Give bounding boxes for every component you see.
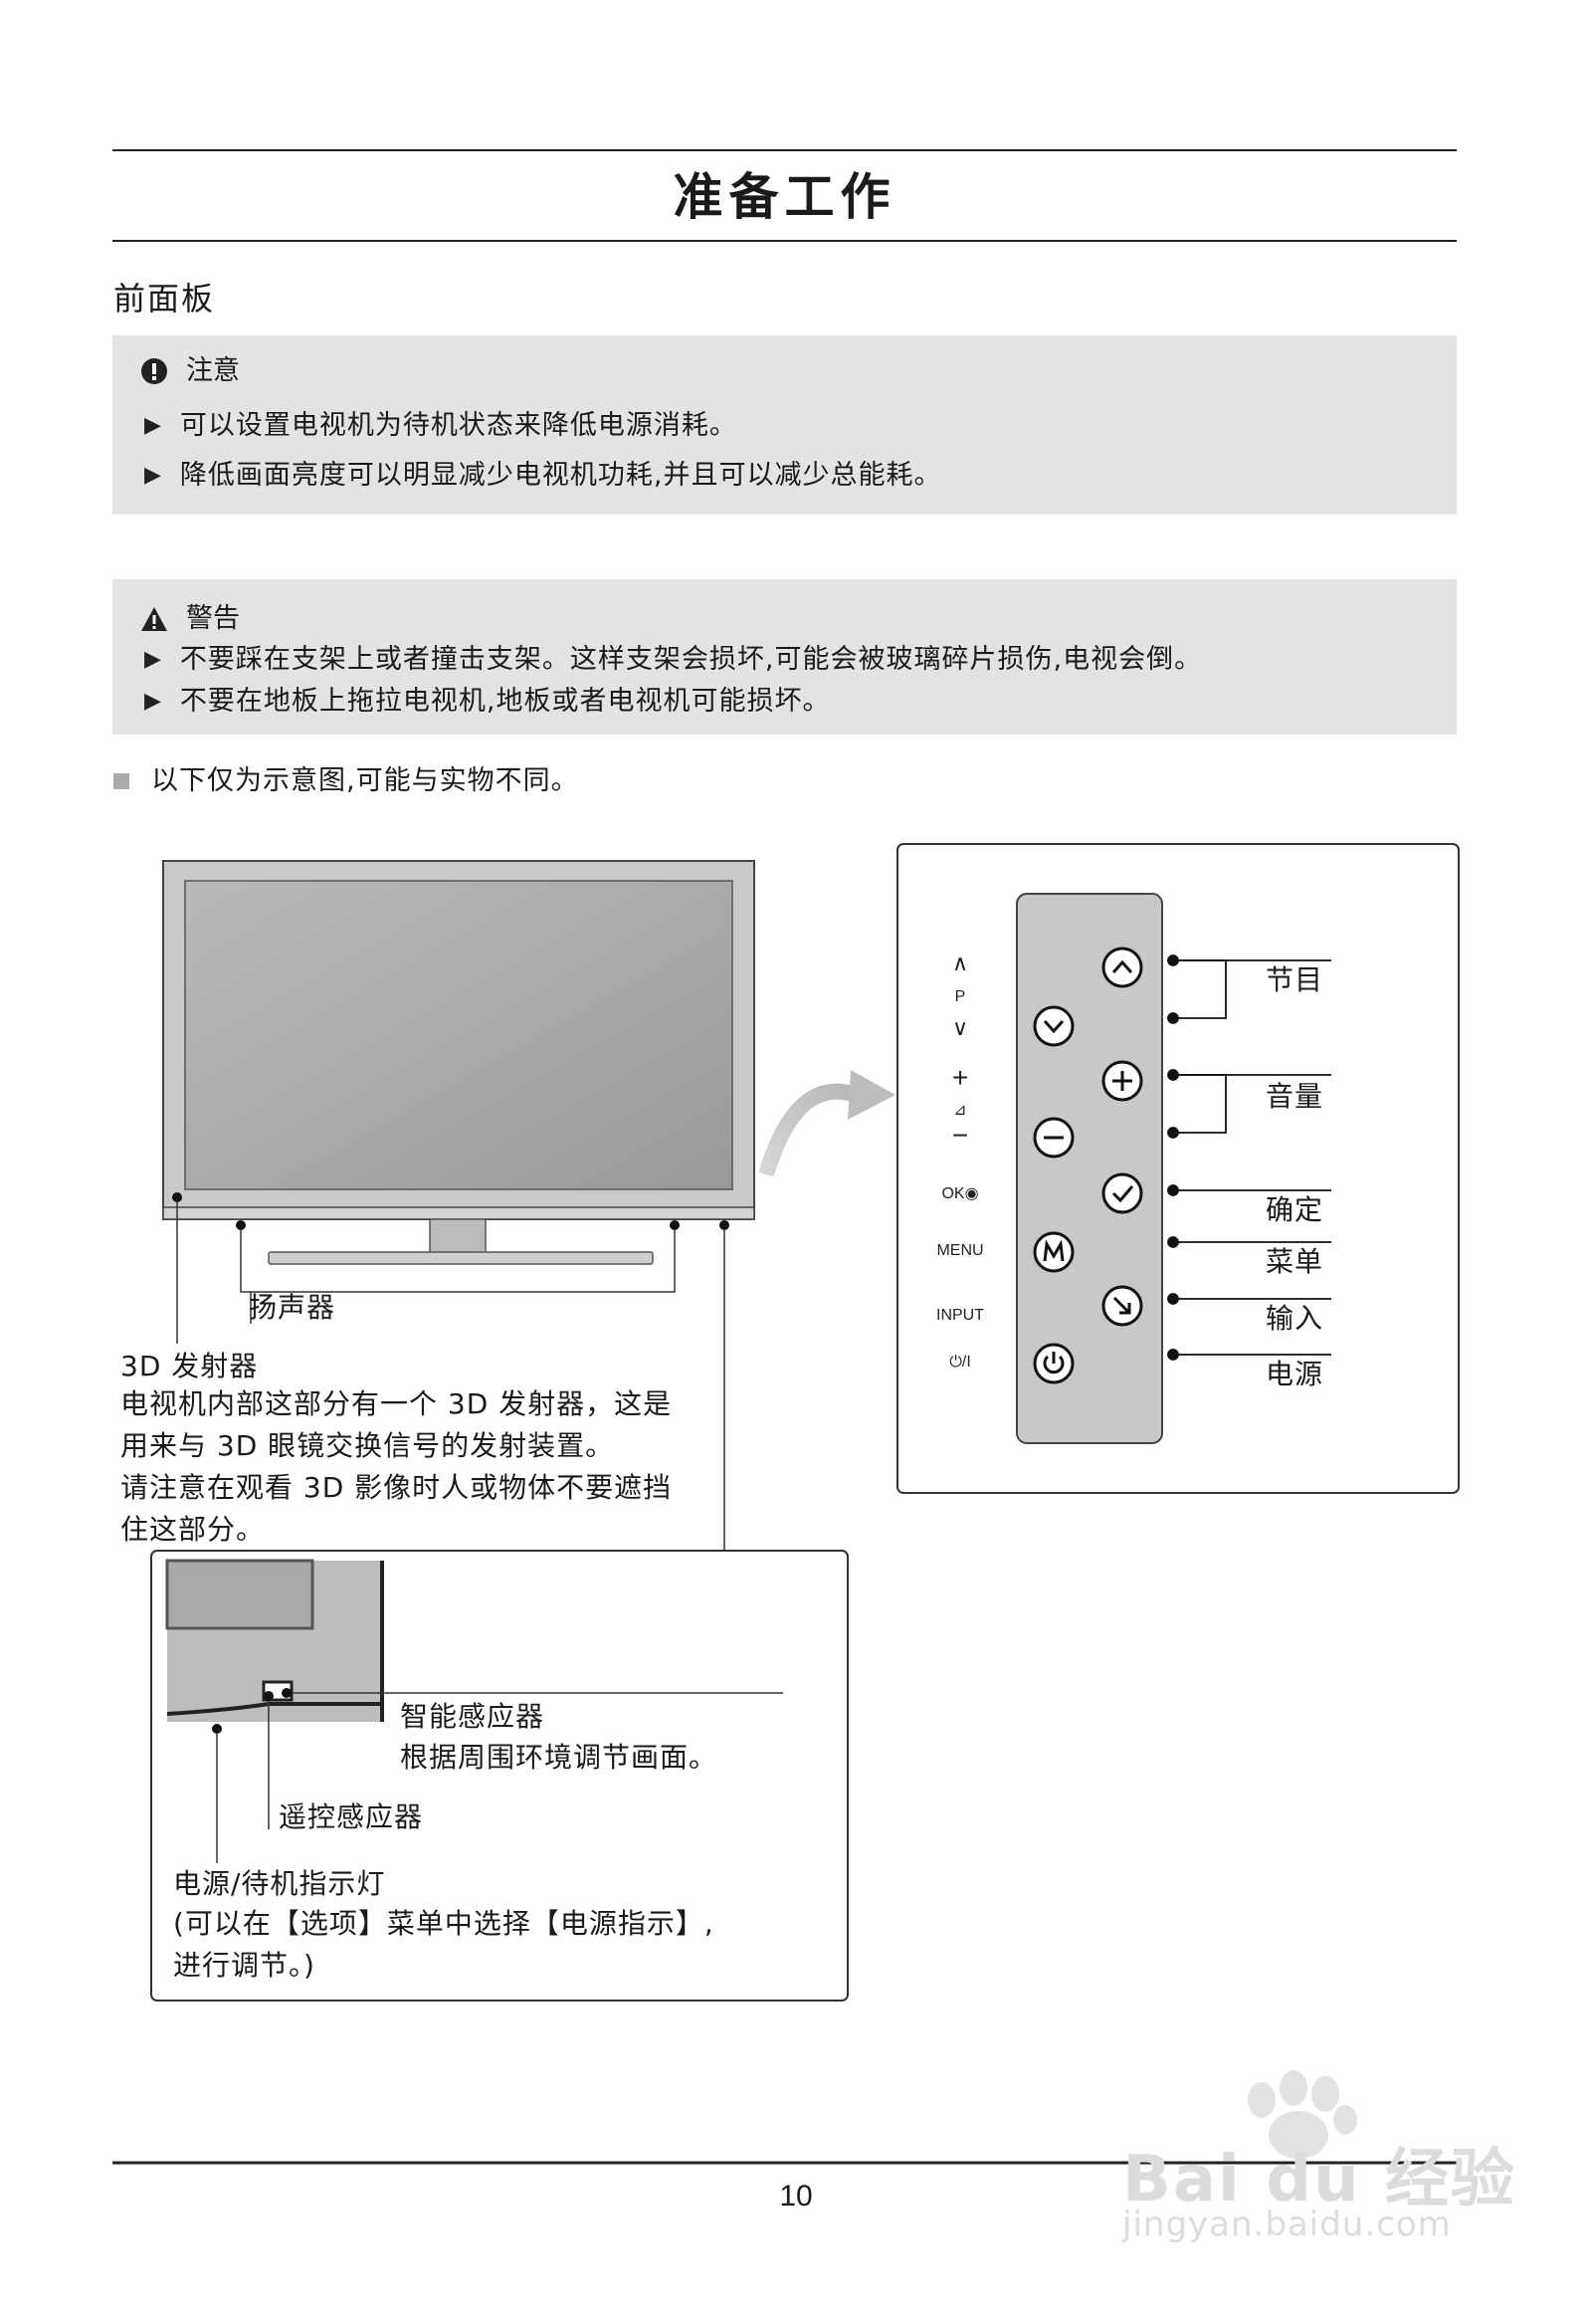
bullet-triangle-icon: ▶ [144, 689, 162, 714]
power-led-desc: (可以在【选项】菜单中选择【电源指示】, 进行调节。) [173, 1903, 830, 1987]
warning-item-text: 不要踩在支架上或者撞击支架。这样支架会损坏,可能会被玻璃碎片损伤,电视会倒。 [179, 644, 1203, 675]
button-power-icon[interactable] [1033, 1343, 1075, 1384]
callout-input: 输入 [1266, 1302, 1324, 1335]
note-item-text: 降低画面亮度可以明显减少电视机功耗,并且可以减少总能耗。 [179, 460, 942, 491]
tv-illustration [162, 860, 755, 1551]
disclaimer-text: 以下仅为示意图,可能与实物不同。 [151, 765, 579, 796]
callout-power: 电源 [1266, 1358, 1324, 1390]
side-label-down: ∨ [951, 1015, 969, 1040]
button-up-icon[interactable] [1101, 947, 1143, 988]
bullet-triangle-icon: ▶ [144, 463, 162, 488]
exclamation-icon [141, 358, 167, 384]
bullet-triangle-icon: ▶ [144, 413, 162, 438]
smart-sensor-title: 智能感应器 [400, 1700, 545, 1733]
section-heading: 前面板 [113, 280, 216, 317]
side-label-minus: − [951, 1120, 969, 1151]
warning-item: ▶ 不要在地板上拖拉电视机,地板或者电视机可能损坏。 [144, 683, 831, 721]
emitter-title: 3D 发射器 [120, 1350, 259, 1382]
note-item: ▶ 降低画面亮度可以明显减少电视机功耗,并且可以减少总能耗。 [144, 457, 942, 495]
side-label-ok: OK◉ [941, 1185, 979, 1202]
note-box: 注意 ▶ 可以设置电视机为待机状态来降低电源消耗。 ▶ 降低画面亮度可以明显减少… [112, 335, 1457, 515]
emitter-desc-line: 电视机内部这部分有一个 3D 发射器，这是 [120, 1387, 673, 1420]
note-item: ▶ 可以设置电视机为待机状态来降低电源消耗。 [144, 407, 737, 445]
warning-item: ▶ 不要踩在支架上或者撞击支架。这样支架会损坏,可能会被玻璃碎片损伤,电视会倒。 [144, 641, 1202, 679]
emitter-desc-line: 用来与 3D 眼镜交换信号的发射装置。 [120, 1429, 615, 1462]
warning-item-text: 不要在地板上拖拉电视机,地板或者电视机可能损坏。 [179, 686, 831, 717]
power-led-title: 电源/待机指示灯 [173, 1867, 386, 1900]
watermark-brand: Bai du 经验 [1122, 2143, 1516, 2217]
side-label-vol: ⊿ [953, 1102, 967, 1119]
warning-header: 警告 [140, 601, 240, 637]
button-menu-icon[interactable] [1033, 1231, 1075, 1273]
callout-menu: 菜单 [1266, 1245, 1324, 1278]
side-label-p: P [954, 988, 966, 1005]
arrow-head-icon [848, 1070, 895, 1120]
note-heading: 注意 [186, 355, 240, 386]
panel-frame [896, 843, 1460, 1494]
emitter-desc-line: 请注意在观看 3D 影像时人或物体不要遮挡 [120, 1471, 673, 1504]
square-bullet-icon [113, 773, 129, 789]
warning-box: 警告 ▶ 不要踩在支架上或者撞击支架。这样支架会损坏,可能会被玻璃碎片损伤,电视… [112, 579, 1457, 735]
tv-corner-closeup [165, 1559, 384, 1734]
top-rule [112, 149, 1457, 151]
power-led-desc-line: 进行调节。) [173, 1949, 315, 1982]
remote-sensor-label: 遥控感应器 [279, 1800, 424, 1833]
page-number: 10 [779, 2180, 813, 2213]
title-underline [112, 240, 1457, 242]
button-minus-icon[interactable] [1033, 1117, 1075, 1159]
power-led-desc-line: (可以在【选项】菜单中选择【电源指示】, [173, 1907, 714, 1940]
button-input-icon[interactable] [1101, 1285, 1143, 1327]
watermark-url: jingyan.baidu.com [1122, 2205, 1452, 2244]
bullet-triangle-icon: ▶ [144, 647, 162, 672]
disclaimer: 以下仅为示意图,可能与实物不同。 [113, 761, 579, 801]
side-label-up: ∧ [951, 951, 969, 975]
warning-heading: 警告 [186, 603, 240, 634]
emitter-description: 电视机内部这部分有一个 3D 发射器，这是 用来与 3D 眼镜交换信号的发射装置… [120, 1383, 737, 1551]
button-plus-icon[interactable] [1101, 1060, 1143, 1102]
callout-confirm: 确定 [1266, 1193, 1324, 1226]
warning-triangle-icon [141, 607, 167, 631]
note-header: 注意 [140, 353, 240, 389]
emitter-desc-line: 住这部分。 [120, 1513, 266, 1546]
side-label-plus: + [951, 1062, 969, 1093]
speaker-label: 扬声器 [249, 1291, 336, 1324]
callout-volume: 音量 [1266, 1080, 1324, 1113]
button-ok-icon[interactable] [1101, 1172, 1143, 1214]
page-title: 准备工作 [673, 168, 896, 226]
side-label-power: ⏻/I [949, 1354, 971, 1371]
note-item-text: 可以设置电视机为待机状态来降低电源消耗。 [179, 410, 737, 441]
side-label-menu: MENU [936, 1242, 984, 1259]
curved-arrow-icon [758, 1083, 859, 1177]
side-label-input: INPUT [936, 1307, 984, 1324]
button-down-icon[interactable] [1033, 1005, 1075, 1047]
smart-sensor-desc: 根据周围环境调节画面。 [400, 1741, 718, 1774]
callout-program: 节目 [1266, 963, 1324, 996]
